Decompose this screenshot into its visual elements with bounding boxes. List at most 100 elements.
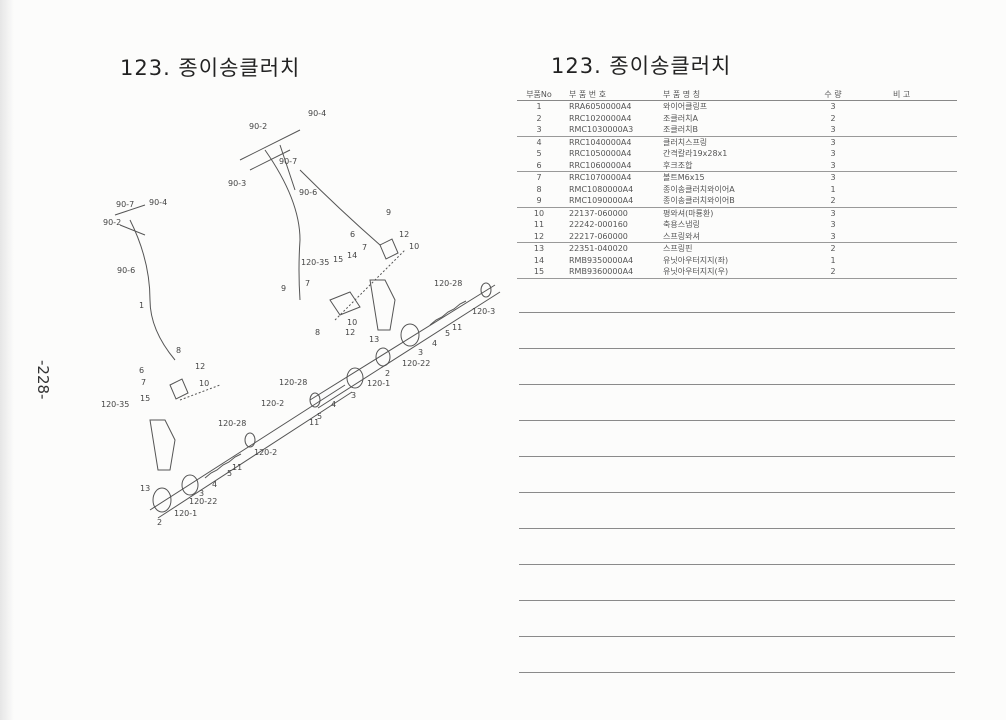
cell-remarks <box>853 101 957 113</box>
cell-part-code: RRA6050000A4 <box>569 102 632 112</box>
callout-label: 90-7 <box>279 157 298 166</box>
cell-part-name: 종이송클러치와이어A <box>663 184 735 194</box>
cell-part-name: 축용스냅링 <box>663 220 700 230</box>
cell-quantity: 3 <box>830 102 836 112</box>
callout-label: 2 <box>157 518 163 527</box>
callout-label: 120-35 <box>101 400 130 409</box>
callout-label: 2 <box>385 369 391 378</box>
callout-label: 90-7 <box>116 200 135 209</box>
cell-part-name: 간격칼라19x28x1 <box>663 149 728 159</box>
cell-part-name: 클러치스프링 <box>663 137 708 147</box>
cell-quantity: 3 <box>813 230 853 243</box>
cell-no: 3 <box>517 124 561 137</box>
callout-label: 7 <box>141 378 147 387</box>
cell-part-code: RMC1080000A4 <box>569 184 634 194</box>
callout-label: 90-4 <box>149 198 168 207</box>
cell-quantity: 2 <box>813 195 853 208</box>
cell-part-name: 스프링와셔 <box>663 230 813 243</box>
cell-part-code: RRC1040000A4 <box>569 137 632 147</box>
cell-part-code: RRC1020000A4 <box>569 113 632 123</box>
callout-label: 120-2 <box>261 399 285 408</box>
cell-no: 1 <box>536 102 542 112</box>
cell-quantity: 3 <box>830 173 836 183</box>
cell-part-name: 볼트M6x15 <box>663 173 705 183</box>
blank-row-rule <box>519 564 955 565</box>
cell-part-name: 종이송클러치와이어B <box>663 195 813 208</box>
cell-no: 11 <box>533 220 545 230</box>
cell-no: 5 <box>536 149 542 159</box>
callout-label: 12 <box>399 230 410 239</box>
callout-label: 8 <box>176 346 182 355</box>
cell-part-code: RRC1070000A4 <box>569 173 632 183</box>
blank-row-rule <box>519 384 955 385</box>
callout-label: 1 <box>139 301 145 310</box>
callout-label: 5 <box>227 469 233 478</box>
callout-label: 15 <box>140 394 151 403</box>
callout-label: 120-2 <box>254 448 278 457</box>
callout-label: 11 <box>309 418 320 427</box>
callout-label: 11 <box>232 463 243 472</box>
cell-quantity: 2 <box>813 266 853 279</box>
cell-remarks <box>853 230 957 243</box>
header-part-code: 부 품 번 호 <box>561 89 663 101</box>
callout-label: 90-4 <box>308 109 327 118</box>
callout-label: 14 <box>347 251 358 260</box>
cell-remarks <box>853 172 957 184</box>
table-row: 7 RRC1070000A4 볼트M6x15 3 <box>517 172 957 184</box>
cell-remarks <box>853 184 957 196</box>
cell-remarks <box>853 195 957 208</box>
cell-quantity: 2 <box>830 244 836 254</box>
cell-no: 13 <box>533 244 545 254</box>
cable-wire-a <box>299 169 381 246</box>
diagram-drawing <box>114 129 501 519</box>
cell-part-code: RMB9350000A4 <box>569 255 634 265</box>
blank-row-rule <box>519 456 955 457</box>
callout-label: 11 <box>452 323 463 332</box>
cell-remarks <box>853 255 957 267</box>
callout-label: 8 <box>315 328 321 337</box>
blank-row-rule <box>519 492 955 493</box>
callout-label: 90-6 <box>117 266 136 275</box>
callout-label: 90-6 <box>299 188 318 197</box>
cell-no: 6 <box>517 159 561 172</box>
cell-no: 8 <box>536 184 542 194</box>
cell-part-name: 유닛아우터지지(좌) <box>663 255 729 265</box>
cell-quantity: 2 <box>830 113 836 123</box>
callout-label: 120-28 <box>434 279 463 288</box>
cell-remarks <box>853 148 957 160</box>
cell-part-name: 평와셔(마룡환) <box>663 208 714 218</box>
cell-remarks <box>853 159 957 172</box>
cell-no: 15 <box>517 266 561 279</box>
table-row: 5 RRC1050000A4 간격칼라19x28x1 3 <box>517 148 957 160</box>
cell-part-code: RMB9360000A4 <box>561 266 663 279</box>
cell-quantity: 3 <box>830 208 836 218</box>
header-quantity: 수 량 <box>813 89 853 101</box>
callout-label: 90-2 <box>249 122 268 131</box>
cell-no: 7 <box>536 173 542 183</box>
callout-label: 9 <box>281 284 287 293</box>
blank-row-rule <box>519 636 955 637</box>
callout-label: 10 <box>199 379 210 388</box>
callout-label: 6 <box>350 230 356 239</box>
cell-quantity: 3 <box>830 149 836 159</box>
callout-label: 120-28 <box>218 419 247 428</box>
cell-part-code: 22137-060000 <box>569 208 628 218</box>
cell-remarks <box>853 113 957 125</box>
cell-part-code: RRC1060000A4 <box>561 159 663 172</box>
cell-part-name: 유닛아우터지지(우) <box>663 266 813 279</box>
left-page-title: 123. 종이송클러치 <box>120 56 301 80</box>
cell-no: 12 <box>517 230 561 243</box>
callout-label: 4 <box>212 480 218 489</box>
callout-label: 6 <box>139 366 145 375</box>
cell-part-code: RRC1050000A4 <box>569 149 632 159</box>
cell-part-code: RMC1090000A4 <box>561 195 663 208</box>
cell-part-name: 조클러치A <box>663 113 698 123</box>
cell-part-name: 조클러치B <box>663 124 813 137</box>
cell-part-name: 스프링핀 <box>663 244 693 254</box>
callout-label: 120-28 <box>279 378 308 387</box>
callout-label: 5 <box>317 412 323 421</box>
